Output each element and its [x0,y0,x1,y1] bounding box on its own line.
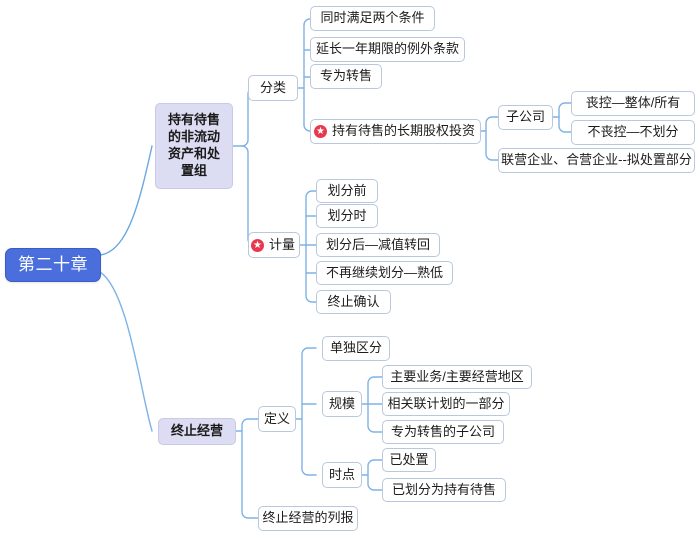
node-before-classification[interactable]: 划分前 [316,179,378,203]
branch-holding-for-sale-label: 持有待售的非流动资产和处置组 [167,112,220,179]
node-derecognition[interactable]: 终止确认 [316,290,391,314]
link-c1c4-trunk-down [485,130,499,161]
branch-holding-for-sale[interactable]: 持有待售的非流动资产和处置组 [155,103,233,189]
node-no-loss-of-control[interactable]: 不丧控—不划分 [571,120,695,145]
node-derecognition-label: 终止确认 [327,293,380,309]
node-subsidiary-for-resale-label: 专为转售的子公司 [390,423,495,439]
link-scale-trunk-down [367,403,383,433]
node-after-classification-reversal[interactable]: 划分后—减值转回 [316,233,440,257]
node-classification[interactable]: 分类 [248,75,298,101]
node-associates-joint-ventures[interactable]: 联营企业、合营企业--拟处置部分 [498,148,695,173]
node-one-year-exception[interactable]: 延长一年期限的例外条款 [310,37,465,62]
node-long-term-equity-investment[interactable]: 持有待售的长期股权投资 [310,119,481,144]
node-subsidiary-label: 子公司 [506,109,546,125]
link-d1-trunk-up [558,102,572,118]
node-main-business-region-label: 主要业务/主要经营地区 [390,368,524,384]
node-scale[interactable]: 规模 [322,391,362,417]
node-loss-of-control[interactable]: 丧控—整体/所有 [571,91,695,116]
node-presentation-of-discontinued[interactable]: 终止经营的列报 [258,506,358,531]
link-root-to-b2 [99,271,153,432]
node-time-point-label: 时点 [329,466,356,482]
node-already-disposed[interactable]: 已处置 [382,448,436,472]
link-time-trunk-down [367,474,383,491]
node-associates-joint-ventures-label: 联营企业、合营企业--拟处置部分 [501,152,692,168]
node-at-classification[interactable]: 划分时 [316,204,378,228]
node-at-classification-label: 划分时 [327,207,367,223]
node-after-classification-reversal-label: 划分后—减值转回 [325,236,430,252]
node-presentation-of-discontinued-label: 终止经营的列报 [262,510,354,526]
node-measurement-label: 计量 [269,236,296,252]
node-subsidiary-for-resale[interactable]: 专为转售的子公司 [382,420,504,444]
root-node-label: 第二十章 [18,255,88,275]
node-loss-of-control-label: 丧控—整体/所有 [585,95,681,111]
node-one-year-exception-label: 延长一年期限的例外条款 [316,41,460,57]
node-definition-label: 定义 [264,410,291,426]
node-resale-only-label: 专为转售 [319,68,372,84]
link-root-to-b1 [99,145,153,256]
red-star-icon [314,125,327,138]
branch-discontinued-operations-label: 终止经营 [170,423,223,439]
node-separate-distinction[interactable]: 单独区分 [322,336,390,361]
node-separate-distinction-label: 单独区分 [330,340,383,356]
link-b2c1-trunk-up [301,347,317,420]
node-classification-label: 分类 [259,79,286,95]
link-b2-trunk-down [241,430,259,519]
node-long-term-equity-investment-label: 持有待售的长期股权投资 [332,123,476,139]
link-time-trunk-up [367,459,383,476]
link-d1-trunk-down [558,116,572,133]
node-part-of-related-plan[interactable]: 相关联计划的一部分 [382,392,510,416]
node-measurement[interactable]: 计量 [248,232,300,258]
link-b2c1-trunk-down [301,418,317,476]
node-part-of-related-plan-label: 相关联计划的一部分 [387,395,505,411]
node-two-conditions[interactable]: 同时满足两个条件 [310,6,435,31]
node-classified-as-held-for-sale[interactable]: 已划分为持有待售 [382,478,506,502]
node-discontinue-classification-label: 不再继续划分—熟低 [325,264,443,280]
node-main-business-region[interactable]: 主要业务/主要经营地区 [382,365,532,389]
node-before-classification-label: 划分前 [327,182,367,198]
node-time-point[interactable]: 时点 [322,462,362,488]
node-no-loss-of-control-label: 不丧控—不划分 [587,124,679,140]
root-node[interactable]: 第二十章 [5,248,101,282]
link-scale-trunk-up [367,376,383,405]
red-star-icon [251,238,264,252]
node-two-conditions-label: 同时满足两个条件 [320,10,425,26]
node-scale-label: 规模 [329,395,356,411]
branch-discontinued-operations[interactable]: 终止经营 [158,418,236,445]
node-definition[interactable]: 定义 [258,406,296,432]
node-classified-as-held-for-sale-label: 已划分为持有待售 [391,481,496,497]
link-c1c4-trunk [485,116,499,132]
link-b2-trunk-up [241,418,259,432]
link-b1-trunk [232,145,265,246]
node-resale-only[interactable]: 专为转售 [310,64,382,89]
node-discontinue-classification[interactable]: 不再继续划分—熟低 [316,261,453,285]
node-subsidiary[interactable]: 子公司 [498,105,553,130]
node-already-disposed-label: 已处置 [389,451,429,467]
